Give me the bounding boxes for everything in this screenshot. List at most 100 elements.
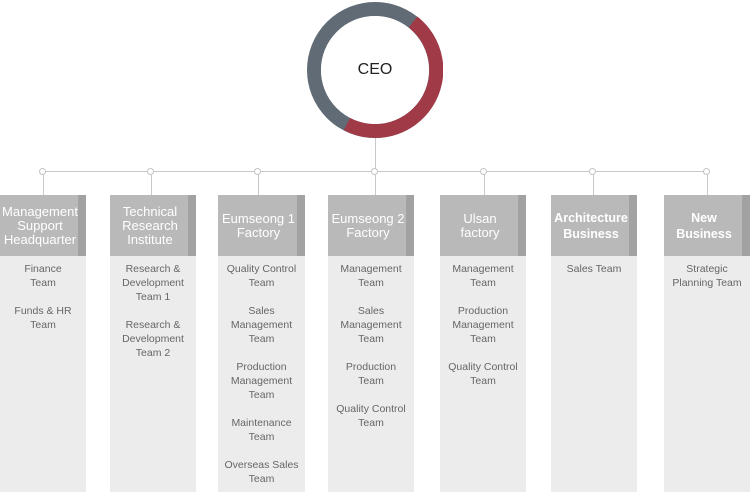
team-item-line: Team (248, 431, 275, 443)
department-title-line: Eumseong 2 (331, 210, 405, 226)
department-title-line: Architecture (554, 210, 628, 225)
team-item-line: Maintenance (231, 417, 292, 429)
department-title-line: Factory (346, 224, 390, 240)
department-title-line: Business (676, 226, 732, 241)
drop-connector (707, 175, 708, 195)
department-title-line: Technical (122, 203, 178, 219)
connector-node (39, 168, 46, 175)
team-item-line: Team (470, 277, 496, 289)
team-item-line: Research & (125, 319, 181, 331)
drop-connector (43, 175, 44, 195)
team-item-line: Team (358, 375, 384, 387)
drop-connector (258, 175, 259, 195)
team-item-line: Team (248, 473, 275, 485)
team-list: Sales Team (551, 256, 637, 276)
drop-connector (375, 175, 376, 195)
ceo-ring (307, 2, 443, 138)
drop-connector (593, 175, 594, 195)
department-title-line: Institute (127, 231, 173, 247)
department-title-line: Headquarter (3, 231, 77, 247)
team-item-line: Team (358, 333, 384, 345)
team-item-line: Management (340, 319, 402, 331)
connector-node (371, 168, 378, 175)
team-item-line: Production (345, 361, 397, 373)
department-title-line: Management (2, 203, 78, 219)
team-item-line: Team (248, 333, 275, 345)
team-item-line: Management (230, 375, 293, 387)
team-item: Sales Team (555, 262, 633, 276)
team-item-line: Team (470, 333, 496, 345)
connector-node (703, 168, 710, 175)
team-item-line: Quality Control (336, 403, 406, 415)
team-item-line: Finance (24, 263, 62, 275)
team-item-line: Management (230, 319, 293, 331)
connector-node (589, 168, 596, 175)
connector-node (147, 168, 154, 175)
team-item-line: Quality Control (226, 263, 297, 275)
connector-node (480, 168, 487, 175)
ceo-connector (375, 138, 376, 172)
department-title-line: Ulsan (463, 210, 497, 226)
team-item-line: Management (452, 263, 514, 275)
drop-connector (484, 175, 485, 195)
team-item-line: Team (30, 277, 56, 289)
department-title-line: Business (563, 226, 619, 241)
department-title-line: factory (460, 224, 500, 240)
team-item-line: Sales Team (566, 263, 622, 275)
team-item-line: Team (248, 277, 275, 289)
team-item-line: Team (470, 375, 496, 387)
department-title-line: Factory (236, 224, 281, 240)
team-item-line: Management (340, 263, 402, 275)
team-item-line: Production (236, 361, 287, 373)
team-item-line: Production (457, 305, 509, 317)
ceo-label: CEO (321, 16, 429, 124)
department-title-line: Support (17, 217, 63, 233)
team-item-line: Development (122, 277, 184, 289)
team-item-line: Funds & HR (14, 305, 72, 317)
department-title-line: Eumseong 1 (222, 210, 295, 226)
team-item-line: Management (452, 319, 514, 331)
team-item-line: Quality Control (448, 361, 518, 373)
team-item-line: Sales (248, 305, 275, 317)
drop-connector (151, 175, 152, 195)
team-item-line: Team 2 (135, 347, 171, 359)
team-item-line: Development (122, 333, 184, 345)
department-title-line: Research (122, 217, 178, 233)
connector-node (254, 168, 261, 175)
team-item-line: Team (358, 277, 384, 289)
team-item-line: Team (248, 389, 275, 401)
